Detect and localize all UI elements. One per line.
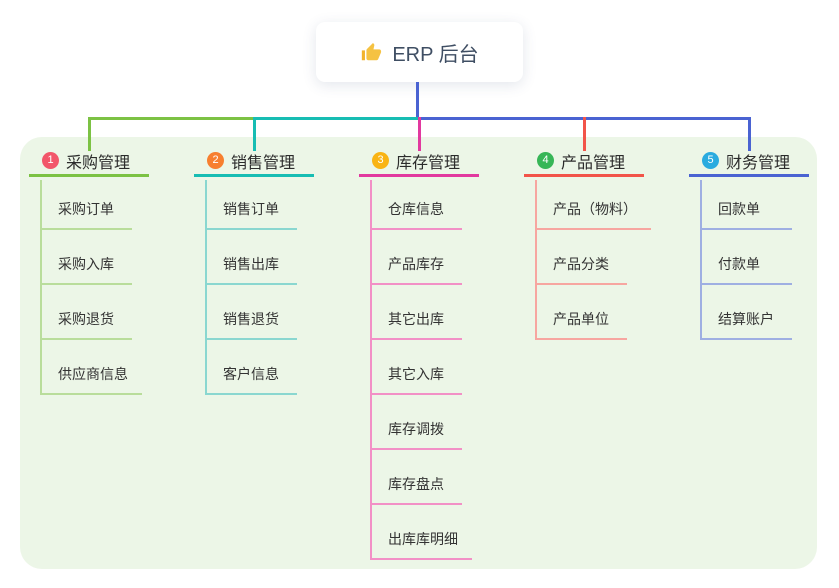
branch-sales: 2 销售管理 销售订单销售出库销售退货客户信息 bbox=[194, 147, 314, 395]
child-node-purchase[interactable]: 采购入库 bbox=[42, 230, 132, 285]
child-node-sales[interactable]: 销售出库 bbox=[207, 230, 297, 285]
branch-node-inventory[interactable]: 3 库存管理 bbox=[359, 147, 479, 177]
child-node-inventory[interactable]: 仓库信息 bbox=[372, 180, 462, 230]
child-node-product[interactable]: 产品单位 bbox=[537, 285, 627, 340]
child-node-purchase[interactable]: 供应商信息 bbox=[42, 340, 142, 395]
branch-children: 销售订单销售出库销售退货客户信息 bbox=[205, 180, 297, 395]
connector-line bbox=[87, 117, 256, 120]
child-node-inventory[interactable]: 出库库明细 bbox=[372, 505, 472, 560]
connector-drop-line bbox=[417, 117, 421, 151]
branch-label: 库存管理 bbox=[396, 154, 461, 172]
child-node-purchase[interactable]: 采购订单 bbox=[42, 180, 132, 230]
child-node-sales[interactable]: 销售退货 bbox=[207, 285, 297, 340]
thumbs-up-icon bbox=[360, 41, 382, 63]
branch-number-badge: 4 bbox=[537, 152, 554, 169]
child-node-finance[interactable]: 付款单 bbox=[702, 230, 792, 285]
root-node[interactable]: ERP 后台 bbox=[316, 22, 523, 82]
child-node-inventory[interactable]: 库存盘点 bbox=[372, 450, 462, 505]
branch-purchase: 1 采购管理 采购订单采购入库采购退货供应商信息 bbox=[29, 147, 149, 395]
connector-drop-line bbox=[252, 117, 256, 151]
branch-number-badge: 3 bbox=[372, 152, 389, 169]
branch-children: 产品（物料）产品分类产品单位 bbox=[535, 180, 651, 340]
branch-number-badge: 2 bbox=[207, 152, 224, 169]
branch-finance: 5 财务管理 回款单付款单结算账户 bbox=[689, 147, 809, 340]
connector-drop-line bbox=[747, 117, 751, 151]
branch-number-badge: 5 bbox=[702, 152, 719, 169]
branch-node-finance[interactable]: 5 财务管理 bbox=[689, 147, 809, 177]
branch-label: 销售管理 bbox=[231, 154, 296, 172]
connector-drop-line bbox=[87, 117, 91, 151]
connector-drop-line bbox=[582, 117, 586, 151]
branch-label: 财务管理 bbox=[726, 154, 791, 172]
child-node-sales[interactable]: 客户信息 bbox=[207, 340, 297, 395]
branch-node-product[interactable]: 4 产品管理 bbox=[524, 147, 644, 177]
root-connector-line bbox=[416, 82, 419, 118]
branch-node-sales[interactable]: 2 销售管理 bbox=[194, 147, 314, 177]
child-node-inventory[interactable]: 其它出库 bbox=[372, 285, 462, 340]
branch-label: 产品管理 bbox=[561, 154, 626, 172]
child-node-inventory[interactable]: 库存调拨 bbox=[372, 395, 462, 450]
child-node-product[interactable]: 产品分类 bbox=[537, 230, 627, 285]
branch-label: 采购管理 bbox=[66, 154, 131, 172]
child-node-finance[interactable]: 回款单 bbox=[702, 180, 792, 230]
child-node-inventory[interactable]: 其它入库 bbox=[372, 340, 462, 395]
child-node-product[interactable]: 产品（物料） bbox=[537, 180, 651, 230]
root-label: ERP 后台 bbox=[392, 43, 479, 66]
branch-node-purchase[interactable]: 1 采购管理 bbox=[29, 147, 149, 177]
branches-panel bbox=[20, 137, 817, 569]
child-node-inventory[interactable]: 产品库存 bbox=[372, 230, 462, 285]
branch-children: 仓库信息产品库存其它出库其它入库库存调拨库存盘点出库库明细 bbox=[370, 180, 472, 560]
branch-inventory: 3 库存管理 仓库信息产品库存其它出库其它入库库存调拨库存盘点出库库明细 bbox=[359, 147, 479, 560]
branch-children: 回款单付款单结算账户 bbox=[700, 180, 792, 340]
branch-children: 采购订单采购入库采购退货供应商信息 bbox=[40, 180, 142, 395]
child-node-sales[interactable]: 销售订单 bbox=[207, 180, 297, 230]
child-node-purchase[interactable]: 采购退货 bbox=[42, 285, 132, 340]
child-node-finance[interactable]: 结算账户 bbox=[702, 285, 792, 340]
branch-number-badge: 1 bbox=[42, 152, 59, 169]
branch-product: 4 产品管理 产品（物料）产品分类产品单位 bbox=[524, 147, 651, 340]
connector-line bbox=[252, 117, 421, 120]
